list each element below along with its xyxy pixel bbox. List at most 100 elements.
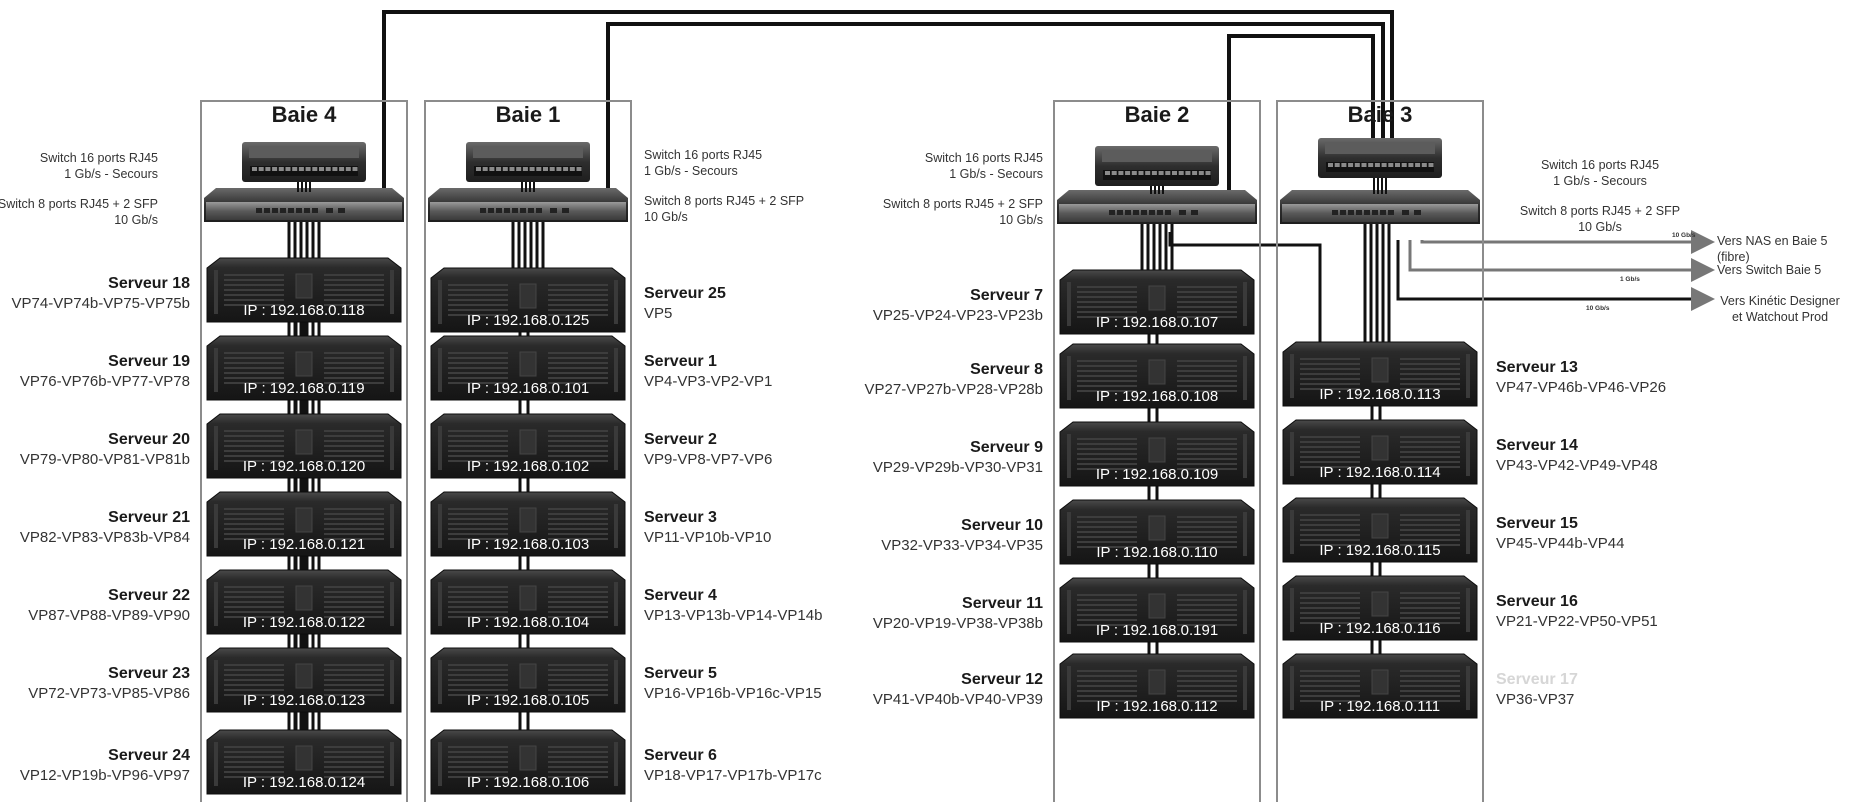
server-ip: IP : 192.168.0.113 xyxy=(1319,386,1440,403)
server-2: IP : 192.168.0.119 xyxy=(206,335,402,401)
server-name: Serveur 4 xyxy=(644,587,717,604)
server-6: IP : 192.168.0.123 xyxy=(206,647,402,713)
server-vps: VP4-VP3-VP2-VP1 xyxy=(644,373,773,390)
server-name: Serveur 13 xyxy=(1496,359,1578,376)
server-ip: IP : 192.168.0.118 xyxy=(243,302,364,319)
server-20: IP : 192.168.0.112 xyxy=(1059,653,1255,719)
server-label: Serveur 25 VP5 xyxy=(644,284,864,324)
server-21: IP : 192.168.0.113 xyxy=(1282,341,1478,407)
server-14: IP : 192.168.0.106 xyxy=(430,729,626,795)
switch16-baie3 xyxy=(1318,138,1442,178)
switch8-baie1 xyxy=(428,188,628,222)
server-name: Serveur 15 xyxy=(1496,515,1578,532)
server-ip: IP : 192.168.0.102 xyxy=(467,458,589,475)
server-vps: VP13-VP13b-VP14-VP14b xyxy=(644,607,823,624)
server-name: Serveur 5 xyxy=(644,665,717,682)
server-ip: IP : 192.168.0.112 xyxy=(1096,698,1217,715)
server-name: Serveur 2 xyxy=(644,431,717,448)
server-vps: VP79-VP80-VP81-VP81b xyxy=(19,451,190,468)
server-vps: VP9-VP8-VP7-VP6 xyxy=(644,451,773,468)
server-name: Serveur 10 xyxy=(961,517,1043,534)
server-name: Serveur 9 xyxy=(970,439,1043,456)
server-vps: VP29-VP29b-VP30-VP31 xyxy=(872,459,1043,476)
server-5: IP : 192.168.0.122 xyxy=(206,569,402,635)
server-ip: IP : 192.168.0.105 xyxy=(467,692,589,709)
server-name: Serveur 25 xyxy=(644,285,726,302)
server-18: IP : 192.168.0.110 xyxy=(1059,499,1255,565)
server-label: Serveur 3 VP11-VP10b-VP10 xyxy=(644,508,864,548)
speed-label-nas: 10 Gb/s xyxy=(1672,232,1696,239)
switch8-baie3 xyxy=(1280,190,1480,224)
external-label-switch-baie5: Vers Switch Baie 5 xyxy=(1717,263,1822,277)
server-name: Serveur 1 xyxy=(644,353,717,370)
switch8-baie4 xyxy=(204,188,404,222)
server-ip: IP : 192.168.0.125 xyxy=(467,312,589,329)
server-label: Serveur 1 VP4-VP3-VP2-VP1 xyxy=(644,352,864,392)
server-vps: VP76-VP76b-VP77-VP78 xyxy=(19,373,190,390)
server-label: Serveur 2 VP9-VP8-VP7-VP6 xyxy=(644,430,864,470)
server-ip: IP : 192.168.0.122 xyxy=(243,614,365,631)
server-layer: IP : 192.168.0.118 IP : 192.168.0.119 IP :… xyxy=(206,257,1478,795)
server-name: Serveur 3 xyxy=(644,509,717,526)
server-7: IP : 192.168.0.124 xyxy=(206,729,402,795)
bay-title-baie2: Baie 2 xyxy=(1124,102,1190,127)
server-vps: VP27-VP27b-VP28-VP28b xyxy=(864,381,1043,398)
link-kinetic xyxy=(1396,240,1715,311)
server-ip: IP : 192.168.0.114 xyxy=(1319,464,1440,481)
server-name: Serveur 22 xyxy=(108,587,190,604)
server-13: IP : 192.168.0.105 xyxy=(430,647,626,713)
server-name: Serveur 8 xyxy=(970,361,1043,378)
server-label: Serveur 4 VP13-VP13b-VP14-VP14b xyxy=(644,586,864,626)
server-name: Serveur 16 xyxy=(1496,593,1578,610)
server-10: IP : 192.168.0.102 xyxy=(430,413,626,479)
switch16-baie1 xyxy=(466,142,590,182)
server-16: IP : 192.168.0.108 xyxy=(1059,343,1255,409)
server-vps: VP87-VP88-VP89-VP90 xyxy=(28,607,190,624)
server-vps: VP72-VP73-VP85-VP86 xyxy=(28,685,190,702)
server-8: IP : 192.168.0.125 xyxy=(430,267,626,333)
server-vps: VP5 xyxy=(644,305,673,322)
server-name: Serveur 18 xyxy=(108,275,190,292)
bay-title-baie1: Baie 1 xyxy=(495,102,561,127)
rack-cables-baie3 xyxy=(1363,224,1391,350)
server-ip: IP : 192.168.0.124 xyxy=(243,774,365,791)
switch16-baie2 xyxy=(1095,146,1219,186)
server-19: IP : 192.168.0.191 xyxy=(1059,577,1255,643)
bay-baie1 xyxy=(424,100,632,802)
server-vps: VP11-VP10b-VP10 xyxy=(644,529,772,546)
switch-layer xyxy=(204,138,1480,224)
bay-baie2 xyxy=(1053,100,1261,802)
server-1: IP : 192.168.0.118 xyxy=(206,257,402,323)
server-3: IP : 192.168.0.120 xyxy=(206,413,402,479)
server-15: IP : 192.168.0.107 xyxy=(1059,269,1255,335)
server-ip: IP : 192.168.0.115 xyxy=(1319,542,1440,559)
external-label-nas: Vers NAS en Baie 5 (fibre) xyxy=(1717,234,1828,264)
server-22: IP : 192.168.0.114 xyxy=(1282,419,1478,485)
server-vps: VP41-VP40b-VP40-VP39 xyxy=(872,691,1043,708)
server-ip: IP : 192.168.0.119 xyxy=(243,380,364,397)
server-ip: IP : 192.168.0.116 xyxy=(1319,620,1440,637)
bay-title-baie3: Baie 3 xyxy=(1347,102,1413,127)
server-vps: VP16-VP16b-VP16c-VP15 xyxy=(644,685,822,702)
switch16-baie4 xyxy=(242,142,366,182)
server-name: Serveur 11 xyxy=(962,595,1043,612)
server-ip: IP : 192.168.0.123 xyxy=(243,692,365,709)
server-ip: IP : 192.168.0.109 xyxy=(1096,466,1218,483)
